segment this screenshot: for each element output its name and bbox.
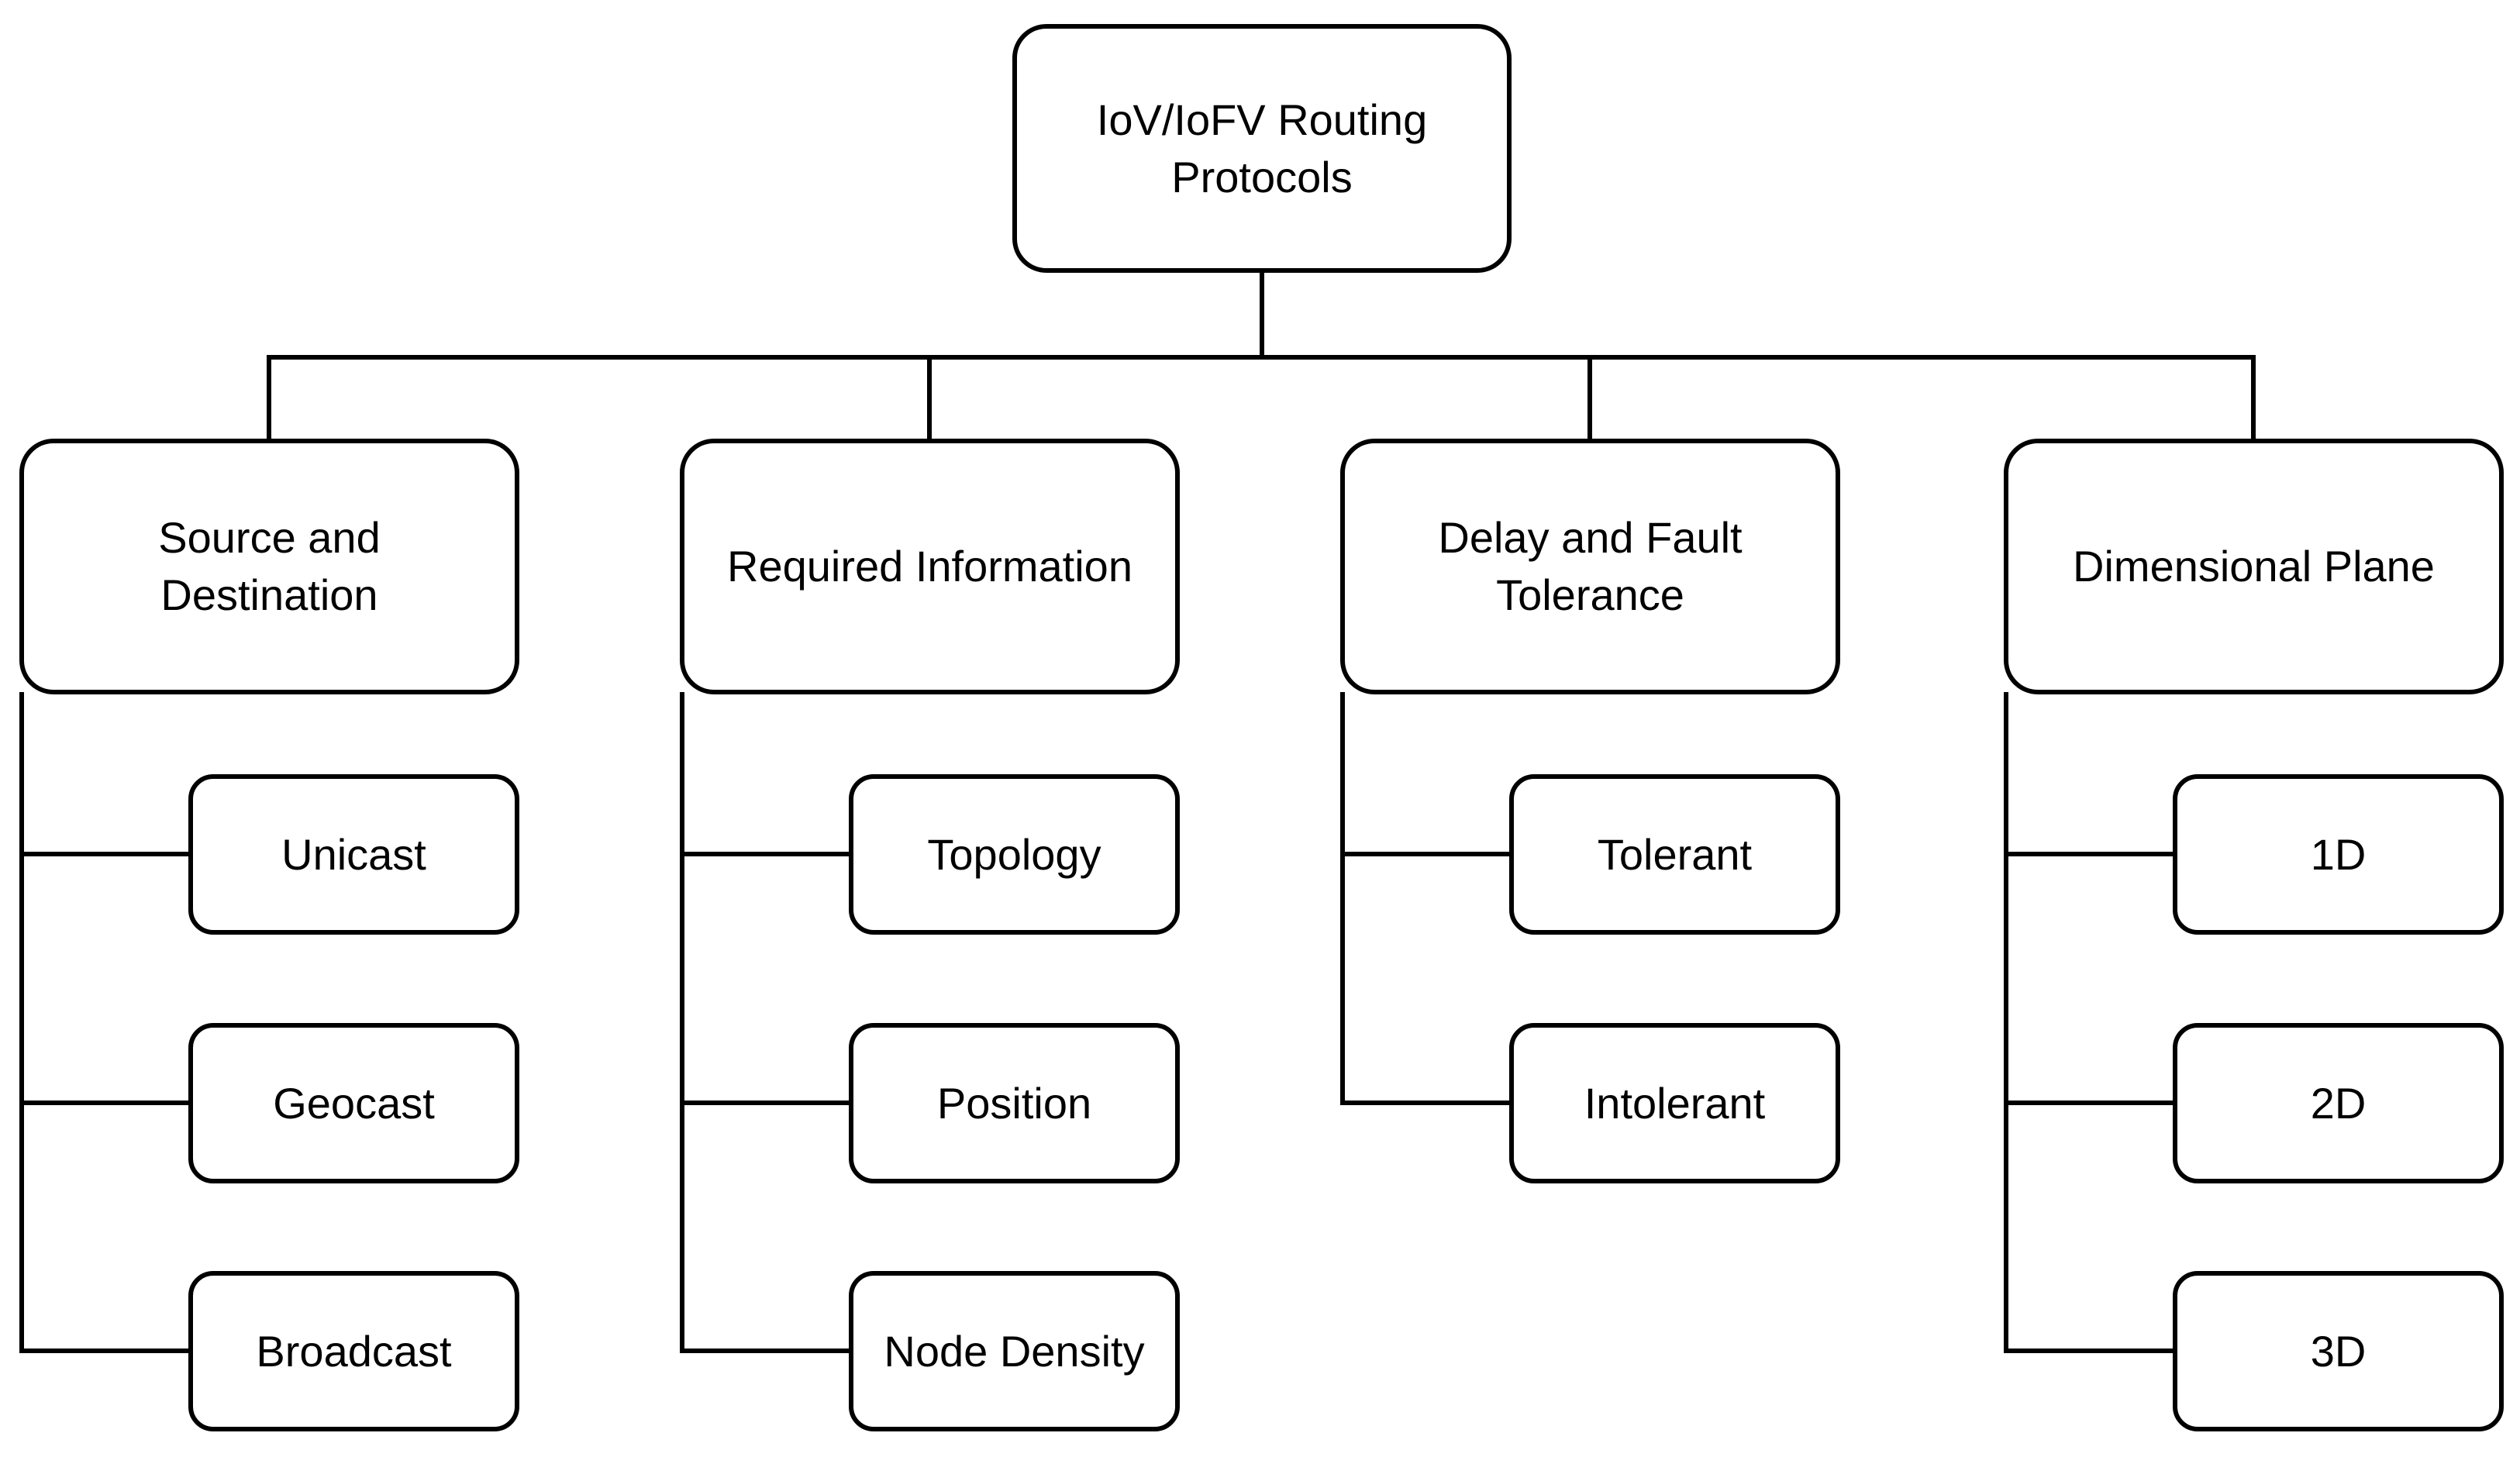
connector-bus (267, 355, 2256, 360)
node-delay-and-fault-tolerance: Delay and Fault Tolerance (1340, 439, 1840, 694)
connector-branch-4-stub-3 (2004, 1348, 2173, 1353)
node-2d: 2D (2173, 1023, 2504, 1183)
node-3d: 3D (2173, 1271, 2504, 1431)
node-label: Position (936, 1078, 1092, 1128)
node-label: Geocast (273, 1078, 435, 1128)
node-intolerant: Intolerant (1509, 1023, 1840, 1183)
node-source-and-destination: Source and Destination (19, 439, 519, 694)
connector-branch-2-spine (680, 692, 684, 1353)
node-unicast: Unicast (188, 774, 519, 935)
connector-drop-branch-4 (2251, 355, 2256, 440)
node-label: Broadcast (256, 1326, 452, 1376)
node-label: IoV/IoFV Routing Protocols (1096, 95, 1428, 202)
connector-branch-1-spine (19, 692, 24, 1353)
node-required-information: Required Information (680, 439, 1180, 694)
connector-branch-3-spine (1340, 692, 1345, 1105)
node-label: Unicast (281, 829, 426, 879)
connector-branch-3-stub-2 (1340, 1100, 1509, 1105)
connector-drop-branch-3 (1587, 355, 1592, 440)
node-1d: 1D (2173, 774, 2504, 935)
connector-drop-branch-2 (927, 355, 932, 440)
connector-branch-2-stub-2 (680, 1100, 849, 1105)
connector-branch-4-spine (2004, 692, 2008, 1353)
connector-root-stem (1260, 273, 1264, 360)
connector-branch-4-stub-1 (2004, 852, 2173, 856)
node-label: Required Information (727, 542, 1132, 591)
node-root-iov-iofv-routing-protocols: IoV/IoFV Routing Protocols (1012, 24, 1512, 273)
connector-branch-4-stub-2 (2004, 1100, 2173, 1105)
node-label: Delay and Fault Tolerance (1438, 513, 1743, 619)
connector-branch-1-stub-3 (19, 1348, 188, 1353)
node-label: Topology (927, 829, 1101, 879)
node-position: Position (849, 1023, 1180, 1183)
connector-branch-2-stub-3 (680, 1348, 849, 1353)
node-dimensional-plane: Dimensional Plane (2004, 439, 2504, 694)
node-node-density: Node Density (849, 1271, 1180, 1431)
node-topology: Topology (849, 774, 1180, 935)
node-label: Tolerant (1597, 829, 1753, 879)
node-geocast: Geocast (188, 1023, 519, 1183)
node-label: Intolerant (1584, 1078, 1766, 1128)
node-label: Node Density (884, 1326, 1145, 1376)
node-label: Source and Destination (158, 513, 381, 619)
connector-branch-3-stub-1 (1340, 852, 1509, 856)
node-broadcast: Broadcast (188, 1271, 519, 1431)
connector-branch-1-stub-2 (19, 1100, 188, 1105)
node-label: Dimensional Plane (2073, 542, 2435, 591)
node-label: 2D (2310, 1078, 2367, 1128)
node-label: 3D (2310, 1326, 2367, 1376)
node-tolerant: Tolerant (1509, 774, 1840, 935)
connector-branch-2-stub-1 (680, 852, 849, 856)
connector-branch-1-stub-1 (19, 852, 188, 856)
connector-drop-branch-1 (267, 355, 271, 440)
node-label: 1D (2310, 829, 2367, 879)
